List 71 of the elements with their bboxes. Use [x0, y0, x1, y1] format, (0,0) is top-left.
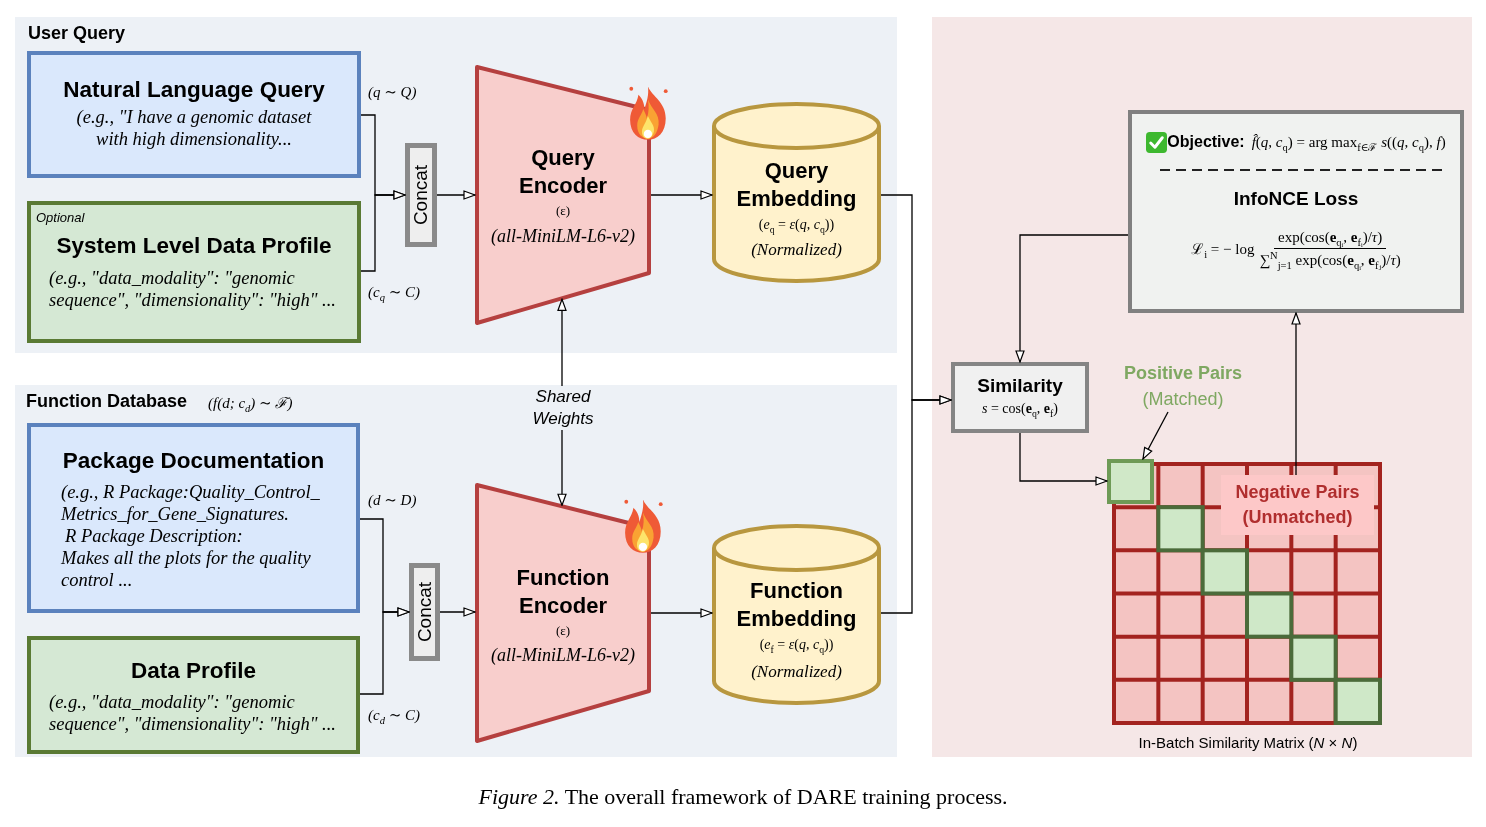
annotation-text: Positive Pairs (Matched) — [1122, 362, 1244, 411]
edge-label: (q ∼ Q) — [366, 83, 419, 101]
formula-denominator: ∑$^{N}$$_{j=1}$ exp(cos(e$_{qᵢ}$, e$_{fⱼ}$)/τ) — [1259, 249, 1401, 271]
example-text: (e.g., R Package:Quality_Control_ Metrics_for_Gene_Signatures. — [61, 481, 321, 525]
model-name: (all-MiniLM-L6-v2) — [491, 225, 635, 247]
connector-arrow — [360, 190, 406, 272]
input-box — [27, 636, 360, 754]
box-label: Concat — [412, 581, 436, 643]
panel — [932, 17, 1472, 757]
box-title: Query Encoder — [518, 144, 608, 200]
note-text: (Normalized) — [751, 239, 842, 261]
connector-arrow — [557, 298, 567, 387]
input-box — [27, 201, 361, 343]
formula-text: (e$_{q}$ = ε(q, c$_{q}$)) — [758, 216, 835, 234]
input-box — [27, 423, 360, 613]
formula-text: (e$_{f}$ = ε(q, c$_{q}$)) — [759, 636, 834, 654]
highlight-patch — [1221, 475, 1374, 535]
model-name: (all-MiniLM-L6-v2) — [491, 644, 635, 666]
example-text: R Package Description: — [65, 525, 243, 547]
heading-text: Objective: — [1167, 132, 1245, 152]
symbol-text: (ε) — [555, 203, 571, 219]
loss-box — [1128, 110, 1464, 313]
annotation-text: Shared Weights — [531, 386, 595, 430]
connector-arrow — [1015, 234, 1129, 363]
example-text: (e.g., "data_modality": "genomic sequence", "dimensionality": "high" ... — [49, 267, 337, 311]
box-title: Package Documentation — [62, 447, 325, 474]
formula-text: f̂(q, c$_{q}$) = arg max$_{f∈ℱ}$ s((q, c$_{q}$), f) — [1251, 133, 1446, 153]
edge-label: (c$_{d}$ ∼ C) — [366, 706, 422, 724]
box-title: Function Encoder — [515, 564, 611, 620]
connector-arrow — [359, 607, 410, 695]
optional-tag: Optional — [36, 210, 85, 226]
connector-arrow — [880, 395, 952, 614]
connector-arrow — [557, 429, 567, 506]
formula-text: (f(d; c$_{d}$) ∼ ℱ) — [208, 394, 293, 414]
box-title: Data Profile — [130, 657, 256, 684]
box-title: System Level Data Profile — [56, 232, 332, 259]
box-title: Similarity — [977, 374, 1063, 398]
symbol-text: (ε) — [555, 623, 571, 639]
edge-label: (d ∼ D) — [366, 491, 419, 509]
formula-numerator: exp(cos(e$_{qᵢ}$, e$_{fᵢ}$)/τ) — [1274, 226, 1387, 249]
annotation-text: Negative Pairs (Unmatched) — [1234, 481, 1361, 529]
example-text: (e.g., "data_modality": "genomic sequence", "dimensionality": "high" ... — [49, 691, 337, 735]
connector-arrow — [650, 608, 713, 618]
process-box — [409, 563, 440, 661]
leader-arrow — [1142, 411, 1169, 460]
connector-arrow — [1019, 432, 1108, 486]
figure-caption: Figure 2. The overall framework of DARE training process. — [478, 784, 1008, 810]
connector-arrow — [650, 190, 713, 200]
panel-title: Function Database — [26, 390, 188, 412]
box-label: Concat — [409, 164, 432, 226]
box-title: InfoNCE Loss — [1233, 187, 1359, 211]
example-text: (e.g., "I have a genomic dataset with high dimensionality... — [75, 106, 313, 150]
edge-label: (c$_{q}$ ∼ C) — [366, 283, 422, 301]
box-title: Query Embedding — [735, 157, 858, 213]
box-title: Natural Language Query — [63, 76, 325, 103]
matrix-caption: In-Batch Similarity Matrix (N × N) — [1138, 734, 1358, 752]
formula-text: s = cos(e$_{q}$, e$_{f}$) — [982, 400, 1058, 418]
process-box — [951, 362, 1089, 433]
box-title: Function Embedding — [735, 577, 858, 633]
connector-arrow — [436, 190, 476, 200]
input-box — [27, 51, 361, 178]
panel — [15, 17, 897, 353]
process-box — [405, 143, 437, 247]
panel-title: User Query — [28, 22, 126, 44]
connector-arrow — [439, 607, 476, 617]
example-text: Makes all the plots for the quality control ... — [61, 547, 312, 591]
matrix-cell — [1107, 459, 1154, 504]
note-text: (Normalized) — [751, 661, 842, 683]
formula-text: ℒ$_{i}$ = − log — [1191, 239, 1255, 260]
panel — [15, 385, 897, 757]
connector-arrow — [1291, 312, 1301, 476]
